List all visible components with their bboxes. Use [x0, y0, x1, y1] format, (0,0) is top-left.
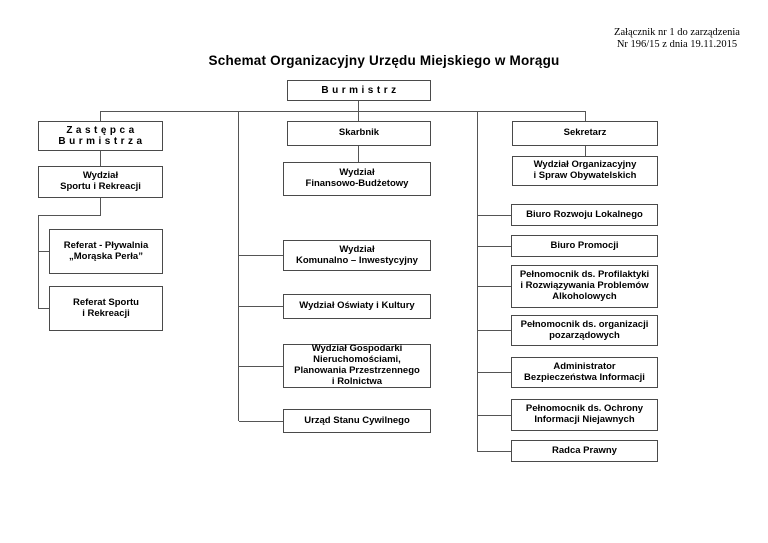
org-box-burmistrz: Burmistrz — [287, 80, 431, 101]
attachment-note: Załącznik nr 1 do zarządzenia Nr 196/15 … — [606, 27, 748, 52]
connector-stub-radca — [478, 451, 511, 452]
connector-stub-ochrony — [478, 415, 511, 416]
org-box-sekretarz: Sekretarz — [512, 121, 658, 146]
org-box-pelnomocnik-organizacji: Pełnomocnik ds. organizacji pozarządowyc… — [511, 315, 658, 346]
connector-skarbnik-finansowo — [358, 146, 359, 162]
org-box-pelnomocnik-profilaktyki: Pełnomocnik ds. Profilaktyki i Rozwiązyw… — [511, 265, 658, 308]
connector-left-trunk — [38, 215, 39, 309]
connector-main-horizontal — [100, 111, 586, 112]
connector-stub-organizacji — [478, 330, 511, 331]
org-box-wydzial-komunalno: Wydział Komunalno – Inwestycyjny — [283, 240, 431, 271]
connector-stub-biuro-rozwoju — [478, 215, 511, 216]
attachment-note-line2: Nr 196/15 z dnia 19.11.2015 — [616, 39, 738, 51]
org-box-skarbnik: Skarbnik — [287, 121, 431, 146]
org-box-biuro-promocji: Biuro Promocji — [511, 235, 658, 257]
connector-stub-administrator — [478, 372, 511, 373]
org-box-radca-prawny: Radca Prawny — [511, 440, 658, 462]
connector-stub-gospodarki — [239, 366, 283, 367]
connector-right-trunk — [477, 111, 478, 452]
org-box-wydzial-organizacyjny: Wydział Organizacyjny i Spraw Obywatelsk… — [512, 156, 658, 186]
org-box-zastepca-burmistrza: Zastępca Burmistrza — [38, 121, 163, 151]
org-box-referat-plywalnia: Referat - Pływalnia „Morąska Perła” — [49, 229, 163, 274]
connector-sportu-down — [100, 198, 101, 216]
connector-sekretarz-organizacyjny — [585, 146, 586, 156]
connector-to-sekretarz — [585, 111, 586, 121]
connector-stub-urzad-stanu — [239, 421, 283, 422]
org-box-referat-sportu: Referat Sportu i Rekreacji — [49, 286, 163, 331]
connector-left-jog — [38, 215, 101, 216]
org-box-biuro-rozwoju: Biuro Rozwoju Lokalnego — [511, 204, 658, 226]
org-box-wydzial-oswiaty: Wydział Oświaty i Kultury — [283, 294, 431, 319]
connector-stub-biuro-promocji — [478, 246, 511, 247]
connector-stub-oswiaty — [239, 306, 283, 307]
org-box-urzad-stanu-cywilnego: Urząd Stanu Cywilnego — [283, 409, 431, 433]
connector-zastepca-sportu — [100, 151, 101, 166]
org-box-administrator-bezpieczenstwa: Administrator Bezpieczeństwa Informacji — [511, 357, 658, 388]
connector-stub-plywalnia — [38, 251, 50, 252]
attachment-note-line1: Załącznik nr 1 do zarządzenia — [614, 27, 740, 38]
org-box-wydzial-sportu: Wydział Sportu i Rekreacji — [38, 166, 163, 198]
connector-middle-trunk — [238, 111, 239, 421]
org-box-wydzial-gospodarki: Wydział Gospodarki Nieruchomościami, Pla… — [283, 343, 431, 388]
page-title: Schemat Organizacyjny Urzędu Miejskiego … — [208, 53, 560, 68]
connector-stub-komunalno — [239, 255, 283, 256]
connector-to-zastepca — [100, 111, 101, 121]
org-box-pelnomocnik-ochrony: Pełnomocnik ds. Ochrony Informacji Nieja… — [511, 399, 658, 431]
connector-stub-profilaktyki — [478, 286, 511, 287]
connector-stub-referat-sportu — [38, 308, 50, 309]
org-box-wydzial-finansowo: Wydział Finansowo-Budżetowy — [283, 162, 431, 196]
